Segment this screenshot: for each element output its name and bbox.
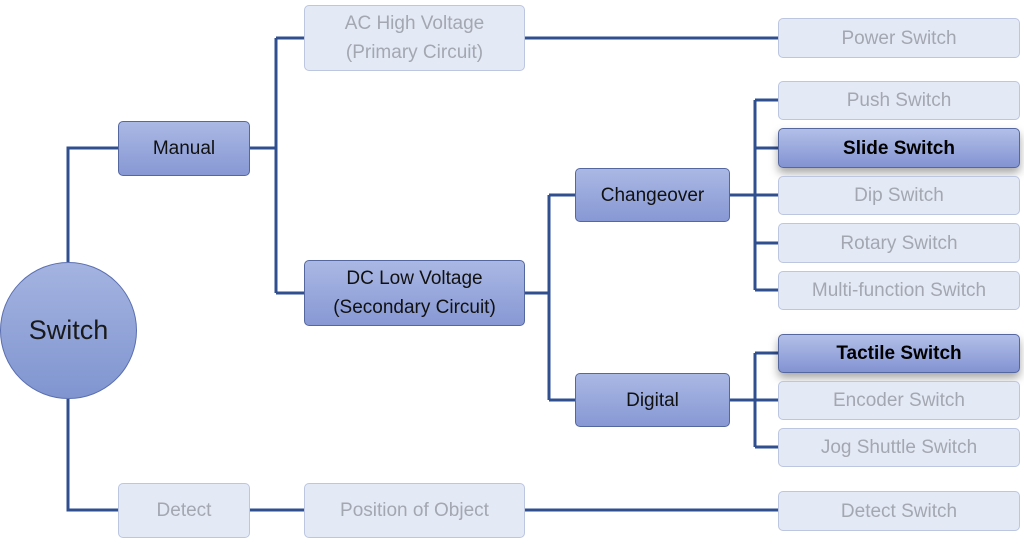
leaf-dip-switch: Dip Switch [778,176,1020,215]
node-position-of-object: Position of Object [304,483,525,538]
leaf-encoder-label: Encoder Switch [832,390,965,411]
leaf-detect-switch-label: Detect Switch [840,500,958,522]
leaf-dip-label: Dip Switch [854,185,944,206]
root-label: Switch [28,315,109,345]
node-manual-label: Manual [152,138,216,159]
connector-dc-branches [525,193,575,402]
node-ac-label: AC High Voltage (Primary Circuit) [344,13,485,63]
leaf-detect-switch: Detect Switch [778,491,1020,531]
leaf-push-label: Push Switch [846,90,952,111]
leaf-jog-label: Jog Shuttle Switch [820,437,978,458]
leaf-multi-label: Multi-function Switch [811,280,987,301]
connector-root-branches [66,146,118,512]
leaf-power-label: Power Switch [841,27,957,49]
leaf-encoder-switch: Encoder Switch [778,381,1020,420]
node-detect: Detect [118,483,250,538]
connector-manual-branches [250,36,304,295]
leaf-jog-shuttle-switch: Jog Shuttle Switch [778,428,1020,467]
leaf-slide-label: Slide Switch [843,137,955,159]
node-digital-label: Digital [626,389,679,411]
leaf-rotary-switch: Rotary Switch [778,223,1020,263]
node-ac-high-voltage: AC High Voltage (Primary Circuit) [304,5,525,71]
node-position-label: Position of Object [340,500,489,521]
connector-changeover-leaves [730,98,778,292]
root-node-switch: Switch [0,262,137,399]
leaf-multi-function-switch: Multi-function Switch [778,271,1020,310]
node-changeover-label: Changeover [600,184,705,206]
leaf-rotary-label: Rotary Switch [840,232,958,254]
leaf-tactile-switch: Tactile Switch [778,334,1020,373]
node-dc-label: DC Low Voltage (Secondary Circuit) [333,268,496,318]
node-changeover: Changeover [575,168,730,222]
node-manual: Manual [118,121,250,176]
connector-digital-leaves [730,351,778,449]
node-detect-label: Detect [156,500,212,521]
node-digital: Digital [575,373,730,427]
leaf-power-switch: Power Switch [778,18,1020,58]
leaf-tactile-label: Tactile Switch [836,343,962,364]
leaf-slide-switch: Slide Switch [778,128,1020,168]
leaf-push-switch: Push Switch [778,81,1020,120]
node-dc-low-voltage: DC Low Voltage (Secondary Circuit) [304,260,525,326]
